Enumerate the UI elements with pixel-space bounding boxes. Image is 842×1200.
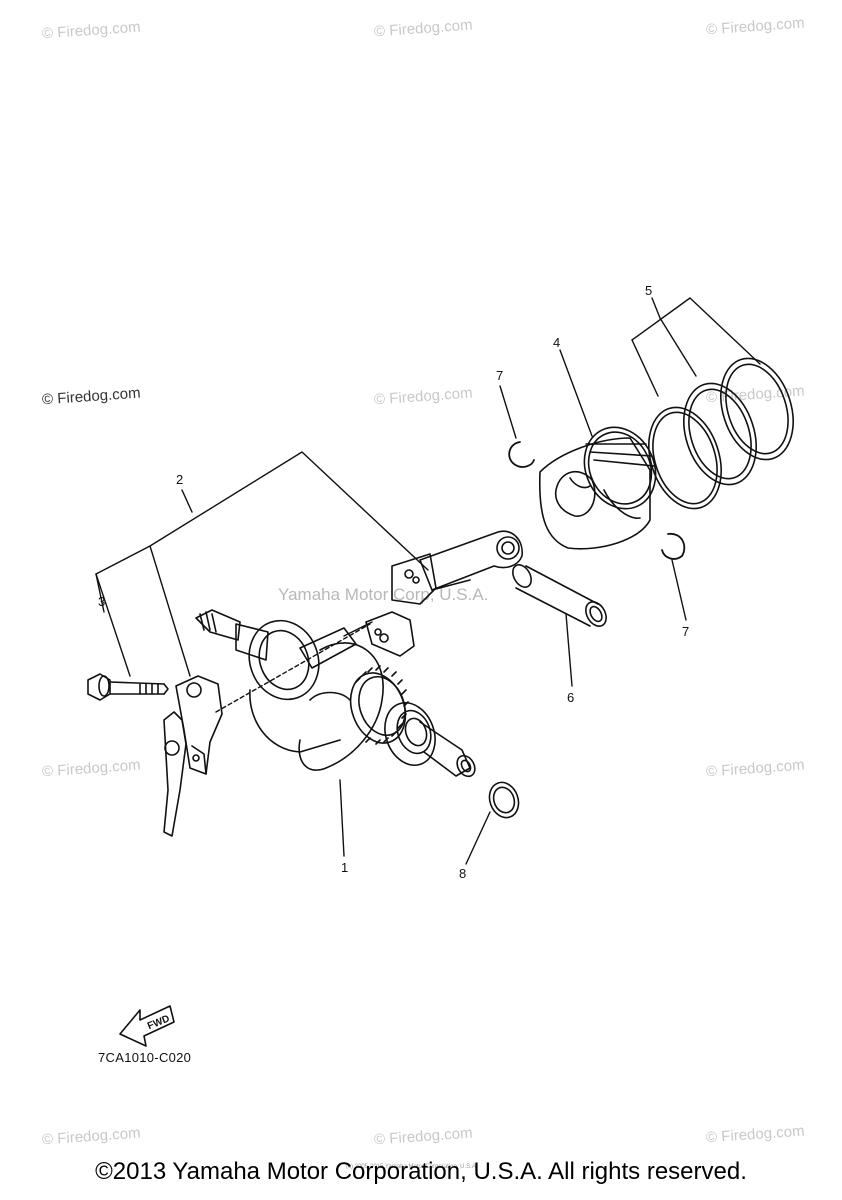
copyright-notice: ©2013 Yamaha Motor Corporation, U.S.A. A… <box>95 1158 747 1185</box>
fwd-arrow-icon <box>119 1005 175 1047</box>
small-footer: (c) 2005-2015 Yamaha Motor Corporation, … <box>346 1164 478 1170</box>
circlip-top <box>508 441 535 468</box>
crankshaft <box>195 609 476 778</box>
callout-3: 3 <box>98 594 106 609</box>
diagram-code: 7CA1010-C020 <box>98 1050 192 1065</box>
bolt <box>87 673 202 701</box>
circlip-right <box>661 533 686 560</box>
callout-5: 5 <box>645 283 653 298</box>
crank-cap-plates <box>163 675 223 837</box>
callout-1: 1 <box>341 860 349 875</box>
callout-8: 8 <box>459 866 467 881</box>
washer <box>488 781 520 819</box>
piston-pin <box>512 564 607 627</box>
callout-2: 2 <box>176 472 184 487</box>
connecting-rod <box>365 530 523 657</box>
callout-4: 4 <box>553 335 561 350</box>
callout-7: 7 <box>496 368 504 383</box>
leader-lines <box>95 297 761 865</box>
piston-rings <box>648 357 794 510</box>
callout-6: 6 <box>567 690 575 705</box>
piston <box>538 426 657 550</box>
callout-7: 7 <box>682 624 690 639</box>
